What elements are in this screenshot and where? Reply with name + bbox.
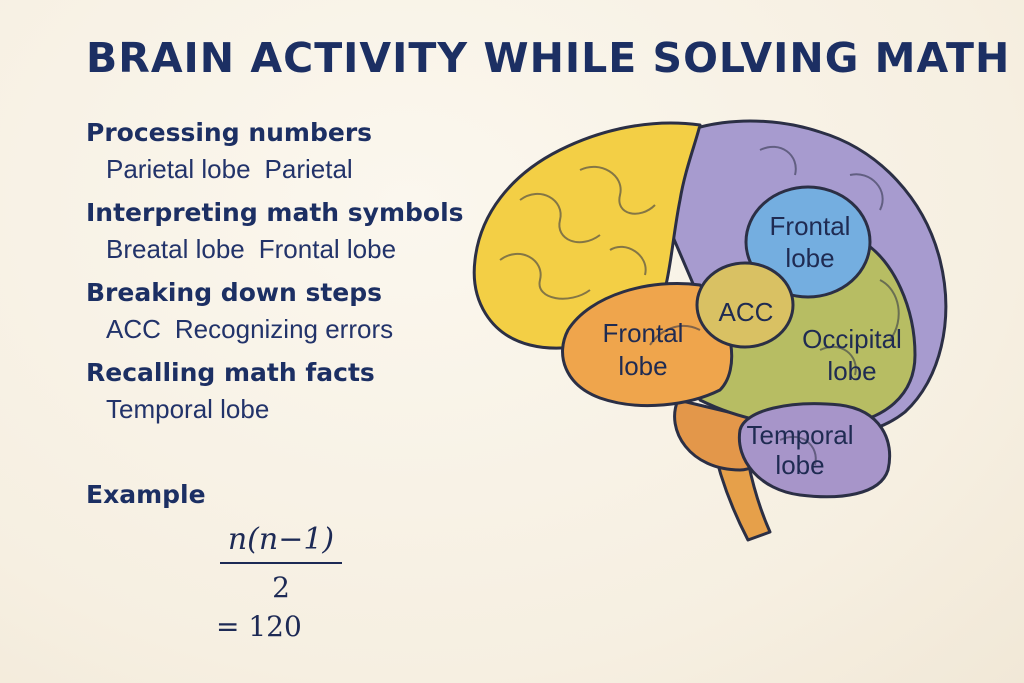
section-heading: Processing numbers <box>86 118 373 147</box>
label-frontal-top-1: Frontal <box>770 211 851 241</box>
section-item: Temporal lobe <box>106 394 270 424</box>
section-recalling-facts: Recalling math facts Temporal lobe <box>86 356 486 428</box>
label-frontal-left-1: Frontal <box>603 318 684 348</box>
section-heading: Recalling math facts <box>86 358 375 387</box>
section-item: Breatal lobe <box>106 234 245 264</box>
section-items: Parietal lobe Parietal <box>86 150 486 188</box>
acc-region <box>695 261 795 349</box>
label-occipital-1: Occipital <box>802 324 902 354</box>
label-frontal-left-2: lobe <box>618 351 667 381</box>
section-items: ACC Recognizing errors <box>86 310 486 348</box>
label-temporal-1: Temporal <box>747 420 854 450</box>
example-heading: Example <box>86 480 206 509</box>
label-acc: ACC <box>719 297 774 327</box>
fraction-denominator: 2 <box>272 571 290 604</box>
page-title: BRAIN ACTIVITY WHILE SOLVING MATH <box>86 34 1011 82</box>
section-items: Temporal lobe <box>86 390 486 428</box>
frontal-lobe-top-region <box>744 185 872 299</box>
label-temporal-2: lobe <box>775 450 824 480</box>
label-frontal-top-2: lobe <box>785 243 834 273</box>
section-item: Parietal lobe <box>106 154 251 184</box>
section-breaking-down-steps: Breaking down steps ACC Recognizing error… <box>86 276 486 348</box>
example-fraction: n(n−1) 2 <box>220 520 342 606</box>
section-processing-numbers: Processing numbers Parietal lobe Parietal <box>86 116 486 188</box>
section-item: Frontal lobe <box>258 234 397 264</box>
example-result: = 120 <box>216 610 302 643</box>
section-items: Breatal lobe Frontal lobe <box>86 230 486 268</box>
fraction-numerator: n(n−1) <box>227 522 335 557</box>
section-item: Parietal <box>264 154 353 184</box>
frontal-lobe-left-region <box>561 281 734 408</box>
section-heading: Interpreting math symbols <box>86 198 464 227</box>
fraction-bar <box>220 562 342 564</box>
section-item: Recognizing errors <box>174 314 394 344</box>
section-heading: Breaking down steps <box>86 278 383 307</box>
label-occipital-2: lobe <box>827 356 876 386</box>
example-block: Example n(n−1) 2 = 120 <box>86 478 406 643</box>
section-interpreting-symbols: Interpreting math symbols Breatal lobe Fr… <box>86 196 486 268</box>
section-item: ACC <box>106 314 161 344</box>
